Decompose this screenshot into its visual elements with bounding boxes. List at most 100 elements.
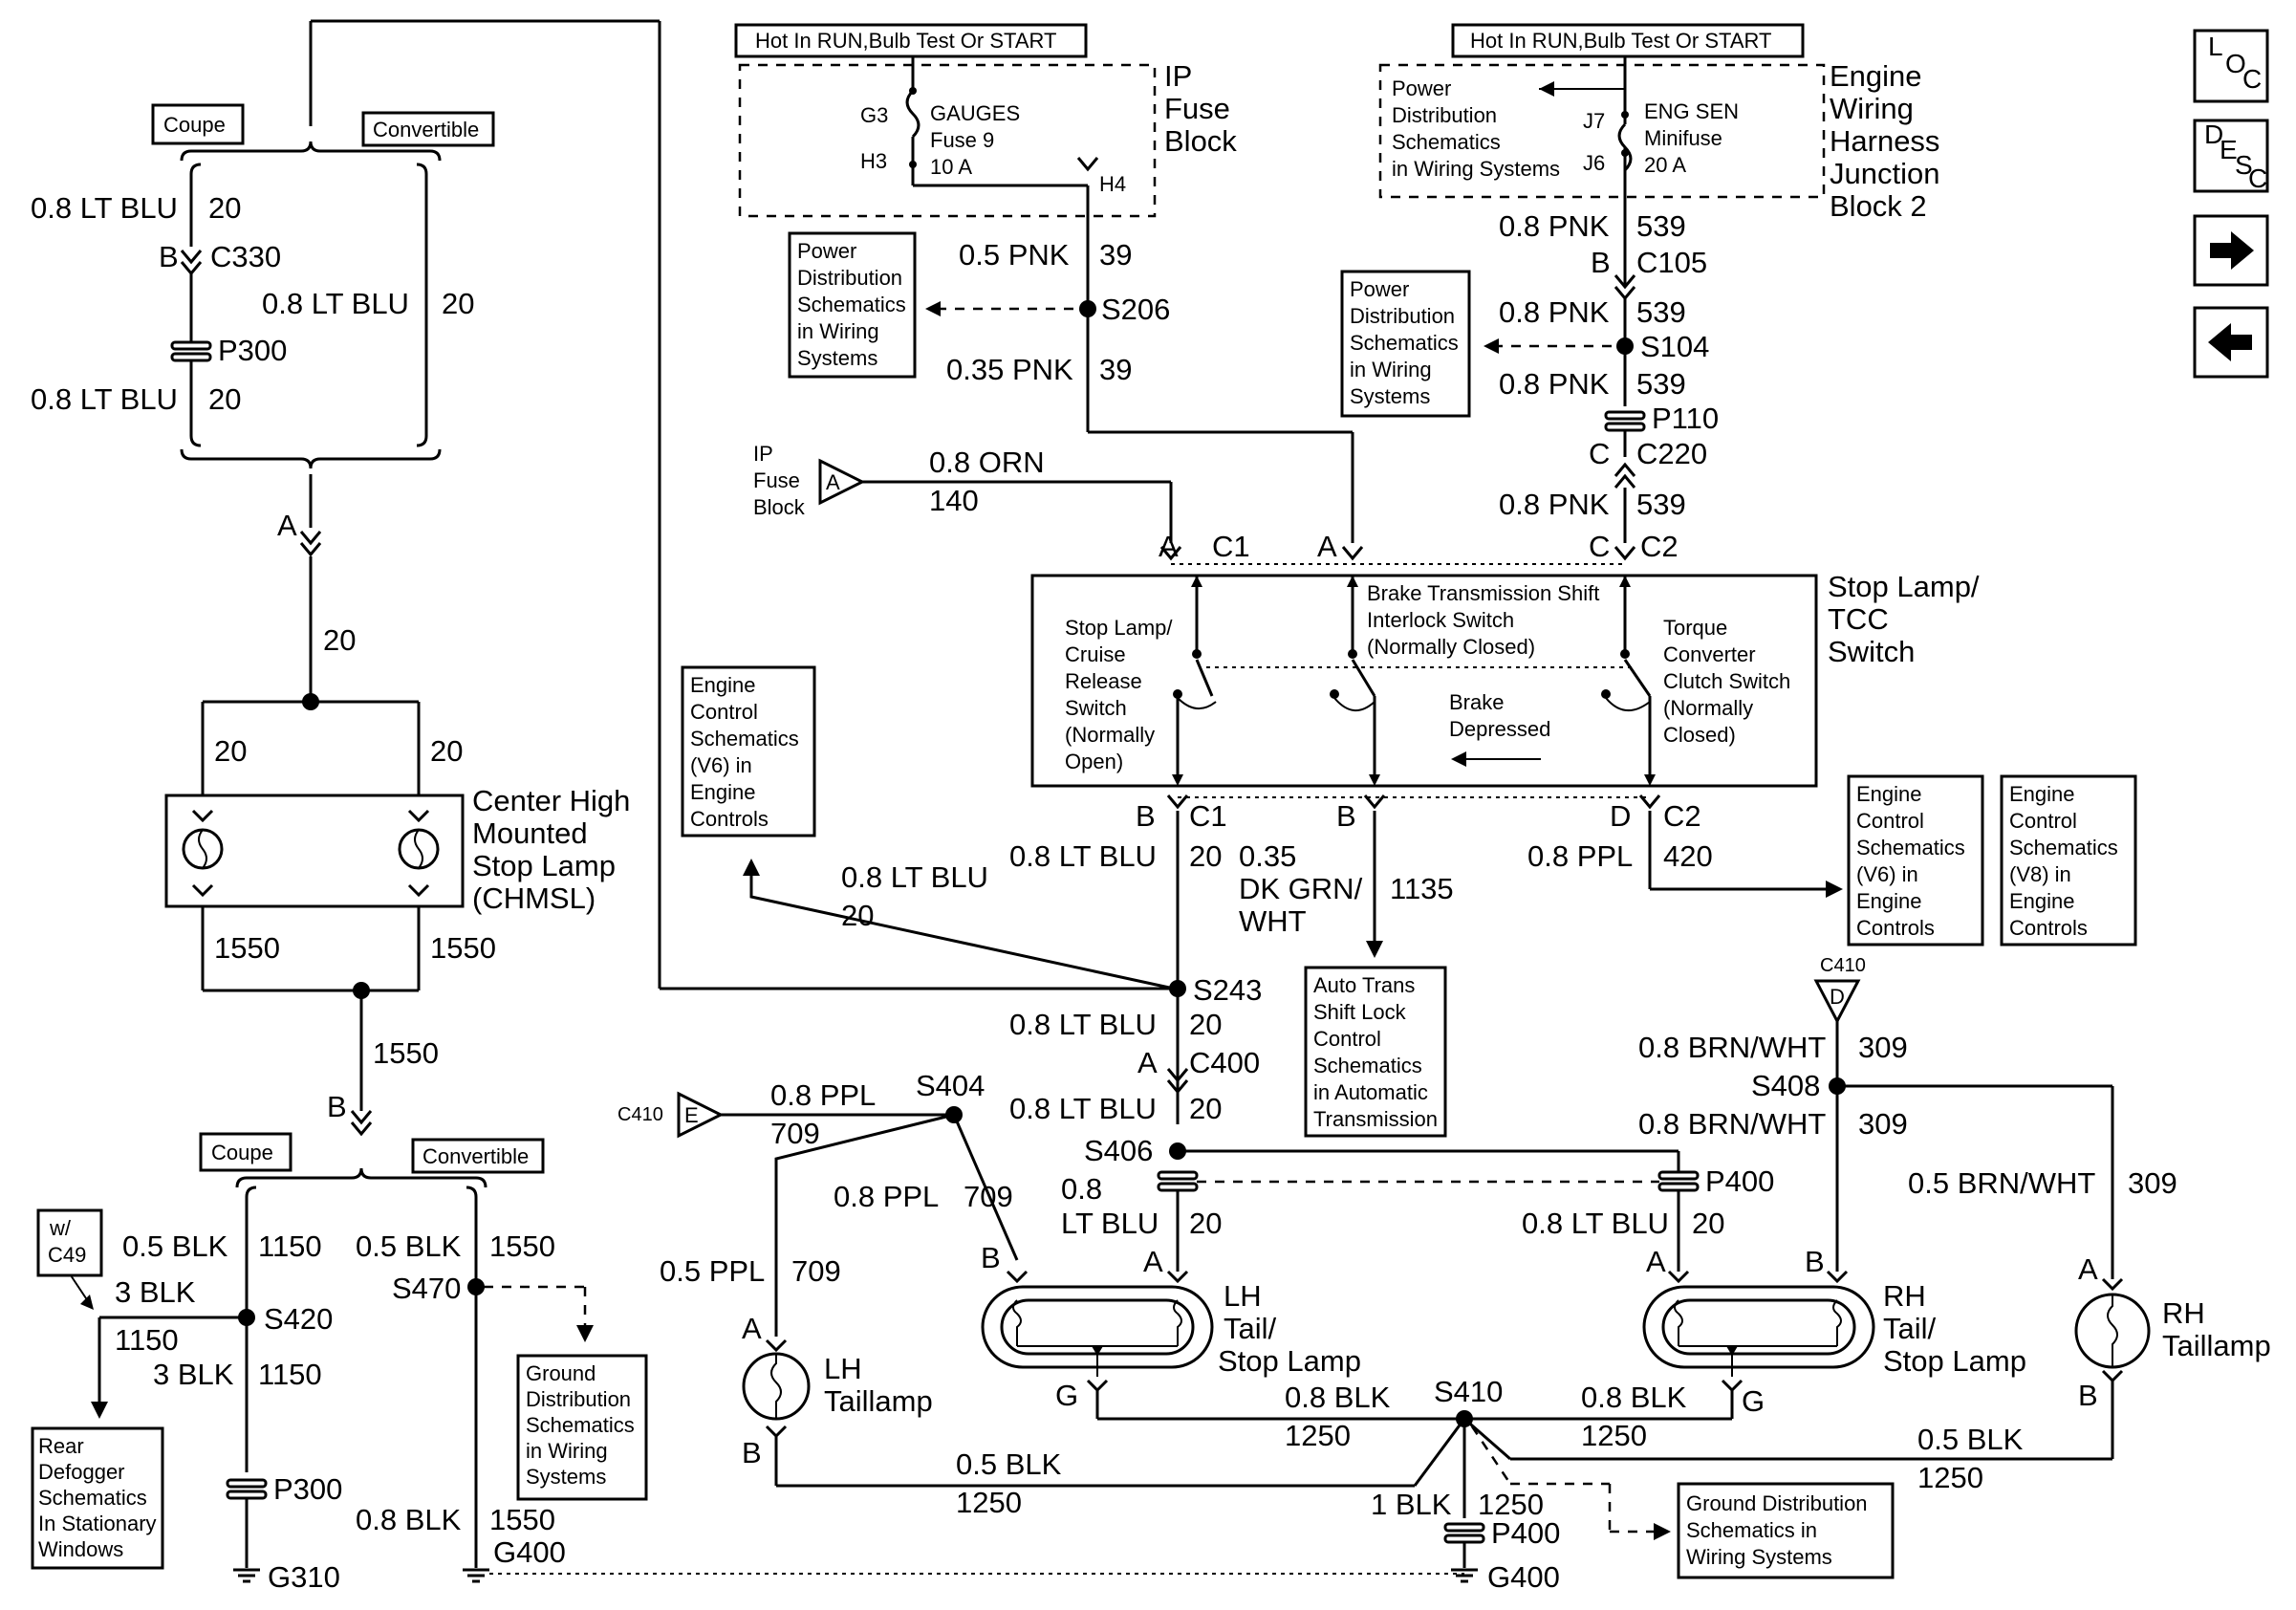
wire-20-num: 20: [323, 623, 356, 657]
c1-label-bottom: C1: [1189, 799, 1227, 833]
ground-g310-icon: [233, 1568, 260, 1583]
p110-passthrough-icon-2: [1604, 422, 1646, 432]
splice-s243-label: S243: [1193, 973, 1262, 1007]
engine-control-v6-left-frame: [681, 665, 816, 838]
s470-arrow-icon: [576, 1325, 594, 1342]
ground-dist-a-l4: in Wiring: [526, 1439, 608, 1463]
engine-junction-outline: [1378, 63, 1826, 199]
header-hot-in-run-left: [734, 23, 1088, 58]
splice-s406-label: S406: [1084, 1134, 1153, 1167]
c1-pin-b-2: B: [1336, 799, 1356, 833]
wire-539-num-4: 539: [1636, 488, 1686, 521]
sw3-contact-left: [1601, 689, 1611, 699]
wire-20-rh-size: 0.8 LT BLU: [1522, 1207, 1669, 1240]
wire-539-size-3: 0.8 PNK: [1499, 367, 1610, 401]
wire-309-num-1: 309: [1858, 1031, 1908, 1064]
pin-h4-label: H4: [1099, 172, 1126, 196]
ecv6a-l2: Control: [690, 700, 758, 724]
auto-trans-l4: Schematics: [1313, 1054, 1422, 1077]
header-hot-in-run-right-text: Hot In RUN,Bulb Test Or START: [1470, 29, 1771, 53]
wire-39-pink: 0.5 PNK 39 S206 0.35 PNK 39: [925, 185, 1354, 543]
ecv6a-l4: (V6) in: [690, 753, 752, 777]
ground-dist-a-l5: Systems: [526, 1465, 606, 1489]
s410-to-ground-dist-diag: [1470, 1425, 1512, 1485]
lh-tail-stop-l2: Tail/: [1224, 1312, 1277, 1345]
coupe-ground-size: 0.5 BLK: [122, 1229, 228, 1263]
wire-539-size-2: 0.8 PNK: [1499, 295, 1610, 329]
ecv6b-l2: Control: [1856, 809, 1924, 833]
wire-539-num-3: 539: [1636, 367, 1686, 401]
auto-trans-l3: Control: [1313, 1027, 1381, 1051]
auto-trans-l6: Transmission: [1313, 1107, 1438, 1131]
lh-taillamp-ground-num: 1250: [956, 1486, 1022, 1519]
gauges-fuse-rating: Fuse 9: [930, 128, 994, 152]
chmsl-right-num: 20: [430, 734, 463, 768]
p400-label-rh: P400: [1705, 1164, 1774, 1198]
engine-junction-label-3: Harness: [1830, 124, 1939, 158]
wire-709-to-lh-stop: [952, 1114, 1019, 1261]
power-dist-a-l2: Distribution: [1392, 103, 1497, 127]
power-dist-a-l4: in Wiring Systems: [1392, 157, 1560, 181]
rh-taillamp-b-connector-icon: [2101, 1369, 2124, 1383]
desc-button[interactable]: D E S C: [2193, 119, 2269, 193]
wire-309-size-1: 0.8 BRN/WHT: [1638, 1031, 1826, 1064]
sw1-l4: Switch: [1065, 696, 1127, 720]
lh-taillamp-ground-size: 0.5 BLK: [956, 1447, 1062, 1481]
c400-pin-a: A: [1137, 1046, 1158, 1079]
ecv8-l6: Controls: [2009, 916, 2088, 940]
c1-pin-b: B: [1136, 799, 1156, 833]
wire-309-size-3: 0.5 BRN/WHT: [1908, 1166, 2095, 1200]
wire-539-pink: 0.8 PNK 539 B C105 0.8 PNK 539 S104 0.8 …: [1484, 209, 1719, 543]
chmsl-left-filament-icon: [198, 829, 207, 869]
lh-stop-a-connector-icon: [1166, 1270, 1189, 1284]
rh-tail-stop-housing: [1642, 1285, 1875, 1369]
next-page-button[interactable]: [2193, 214, 2269, 287]
lh-stop-b-connector-icon: [1006, 1270, 1029, 1284]
power-distribution-box-c-frame: [1340, 270, 1471, 418]
switch-c1-label-top: C1: [1212, 530, 1250, 563]
lh-taillamp: LH Taillamp B 0.5 BLK 1250: [742, 1338, 1466, 1519]
rh-tail-stop-l1: RH: [1883, 1279, 1926, 1313]
eng-sen-node-top: [1621, 111, 1629, 119]
convertible-wire-num: 20: [442, 287, 474, 320]
sw2-contact-left: [1330, 689, 1339, 699]
rh-taillamp-a-connector-icon: [2101, 1277, 2124, 1292]
rh-tail-pin-a: A: [1646, 1245, 1666, 1278]
lh-tail-stop-l1: LH: [1224, 1279, 1262, 1313]
power-dist-b-l5: Systems: [797, 346, 877, 370]
ecv8-l3: Schematics: [2009, 836, 2118, 859]
engine-junction-label-2: Wiring: [1830, 92, 1914, 125]
splice-s470: [467, 1278, 485, 1295]
sw3-arrow-up-icon: [1619, 576, 1631, 587]
lh-tail-pin-b: B: [981, 1241, 1001, 1274]
splice-s408-label: S408: [1751, 1069, 1820, 1102]
splice-s420-label: S420: [264, 1302, 333, 1336]
sw3-l1: Torque: [1663, 616, 1727, 640]
connector-a-icon: [299, 531, 322, 557]
power-dist-c-l5: Systems: [1350, 384, 1430, 408]
coupe-ground-branch: [245, 1186, 257, 1198]
loc-button[interactable]: L O C: [2193, 29, 2269, 103]
rh-taillamp-filament-icon: [2107, 1295, 2118, 1367]
sw1-arrow-up-icon: [1191, 576, 1202, 587]
c410-d-label: C410: [1820, 955, 1866, 976]
wire-20-size-1: 0.8 LT BLU: [1009, 839, 1157, 873]
rh-taillamp-pin-b: B: [2078, 1379, 2098, 1412]
coupe-tag-bottom: [199, 1132, 292, 1172]
wire-20-to-engine-control: [749, 891, 1175, 990]
wire-1550-num: 1550: [373, 1036, 439, 1070]
rh-tail-stop-lamp: C410 D 0.8 BRN/WHT 309 S408 0.8 BRN/WHT …: [1464, 955, 2177, 1452]
c2-c-top-connector-icon: [1614, 546, 1636, 561]
sw2-spring-icon: [1333, 697, 1375, 711]
coupe-wire-size-2: 0.8 LT BLU: [31, 382, 178, 416]
lh-taillamp-pin-b: B: [742, 1436, 762, 1469]
coupe-branch-bottom: [189, 435, 202, 447]
coupe-wire-num-1: 20: [208, 191, 241, 225]
ip-fuse-block-outline: [738, 63, 1157, 218]
switch-c1-pin-a-2: A: [1317, 530, 1337, 563]
prev-page-button[interactable]: [2193, 306, 2269, 379]
ecv6b-l3: Schematics: [1856, 836, 1965, 859]
p300-passthrough-icon-bottom-2: [226, 1490, 268, 1500]
sw1-l1: Stop Lamp/: [1065, 616, 1173, 640]
